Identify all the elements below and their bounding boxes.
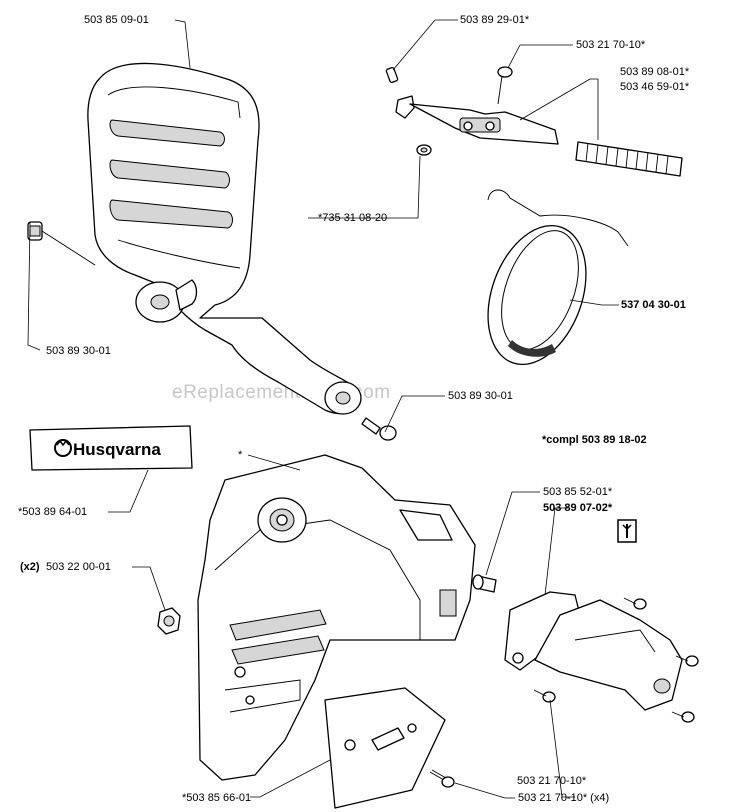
screw-bottom-drawing [429,769,455,788]
label-washer: *735 31 08-20 [318,212,387,224]
bushing-right-drawing [361,417,397,441]
label-asterisk: * [238,449,243,461]
handguard-drawing [87,62,362,415]
label-pin: 503 85 52-01* [543,486,613,498]
label-brake-band: 537 04 30-01 [621,299,686,311]
husqvarna-logo-text: Husqvarna [73,440,161,459]
bushing-left-drawing [27,221,96,266]
label-bushing-left: 503 89 30-01 [46,345,111,357]
chain-catcher-drawing [504,591,699,723]
label-handguard: 503 85 09-01 [84,14,149,26]
label-screw-top: 503 21 70-10* [576,39,646,51]
label-nut-qty: (x2) [20,561,40,573]
clutch-cover-drawing [197,454,476,781]
label-lever: 503 89 08-01* [620,66,690,78]
husqvarna-crown-logo-icon [54,439,72,457]
pin-drawing [472,574,497,593]
brake-lever-drawing [385,66,559,156]
guide-plate-drawing [324,687,446,809]
label-screw-bottom: 503 21 70-10* [517,775,587,787]
wrench-icon [617,519,637,543]
label-chain-catcher: 503 89 07-02* [543,502,613,514]
label-plate: *503 85 66-01 [182,792,251,804]
label-nut: 503 22 00-01 [46,561,111,573]
decal-drawing: Husqvarna [29,425,193,471]
spring-drawing [575,141,683,177]
label-compl: *compl 503 89 18-02 [542,434,647,446]
part-labels: 503 85 09-01 503 89 29-01* 503 21 70-10*… [18,14,690,804]
leader-lines [27,19,619,799]
label-spring-pin: 503 89 29-01* [460,14,530,26]
nut-drawing [157,607,181,635]
label-bushing-right: 503 89 30-01 [448,390,513,402]
label-spring: 503 46 59-01* [620,81,690,93]
brake-band-drawing [487,189,629,366]
label-screw-qty: 503 21 70-10* (x4) [518,792,609,804]
label-decal: *503 89 64-01 [18,506,87,518]
